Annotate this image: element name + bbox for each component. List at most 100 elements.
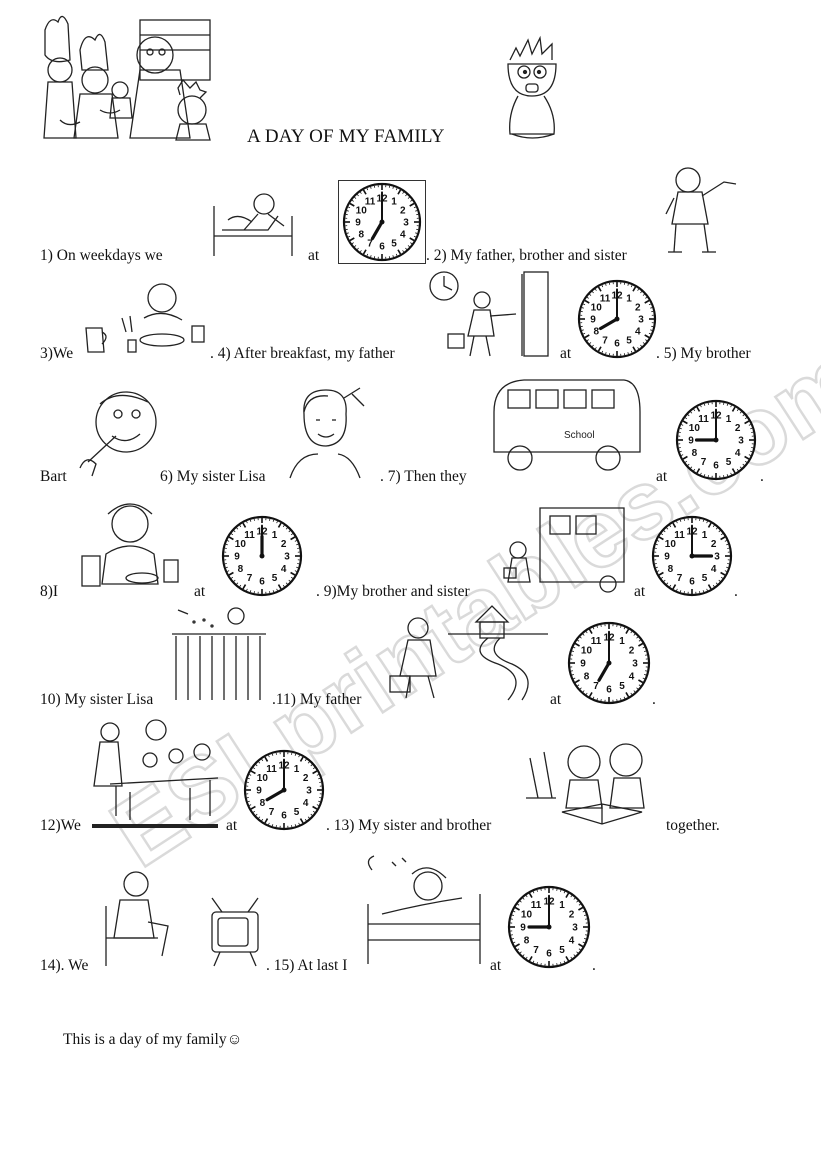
clock-tick: [318, 777, 321, 780]
shower-picture: [168, 604, 270, 704]
clock-number: 9: [580, 659, 586, 670]
clock-tick: [645, 339, 648, 342]
clock-tick: [528, 892, 533, 898]
clock-tick: [272, 519, 275, 522]
clock-tick: [573, 897, 576, 900]
clock-tick: [577, 684, 580, 687]
clock-tick: [640, 291, 643, 294]
clock-tick: [225, 566, 228, 569]
clock-tick: [285, 582, 288, 585]
clock-tick: [231, 576, 234, 579]
clock-tick: [578, 906, 584, 911]
clock-tick: [299, 818, 304, 824]
clock-number: 7: [367, 238, 373, 249]
clock-tick: [637, 288, 640, 291]
clock-tick: [666, 527, 669, 530]
clock-tick: [346, 232, 349, 234]
clock-number: 6: [713, 461, 719, 472]
clock-number: 1: [726, 414, 732, 425]
clock-tick: [636, 636, 639, 639]
clock-tick: [623, 627, 626, 630]
clock-tick: [650, 329, 653, 331]
line-6-mid: . 13) My sister and brother: [326, 817, 492, 834]
clock-number: 6: [689, 577, 695, 588]
clock-tick: [739, 411, 742, 414]
clock-tick: [601, 285, 604, 288]
clock-tick: [666, 582, 669, 585]
clock-center: [606, 660, 612, 666]
clock-tick: [356, 247, 359, 250]
clock-tick: [565, 956, 570, 962]
clock-tick: [272, 590, 275, 593]
simpsons-family-picture: [40, 10, 212, 142]
svg-text:School: School: [564, 430, 595, 441]
clock-number: 8: [524, 936, 530, 947]
clock-tick: [676, 588, 678, 591]
clock-tick: [591, 344, 594, 347]
line-4-mid: . 9)My brother and sister: [316, 583, 470, 600]
clock-8-frame: 123456789101112: [506, 884, 592, 970]
clock-tick: [249, 590, 252, 593]
clock-tick: [582, 633, 585, 636]
clock-tick: [271, 824, 274, 827]
brushing-hair-picture: [288, 384, 368, 480]
clock-tick: [720, 576, 723, 579]
clock-number: 2: [281, 539, 287, 550]
clock-tick: [560, 962, 562, 965]
clock-tick: [644, 299, 650, 304]
clock-tick: [724, 570, 727, 572]
clock-number: 1: [626, 294, 632, 305]
clock-center: [689, 553, 695, 559]
clock-tick: [228, 571, 234, 576]
clock-tick: [348, 235, 351, 238]
clock-4-frame: 123456789101112: [220, 514, 304, 598]
clock-tick: [724, 540, 727, 542]
clock-tick: [242, 584, 247, 590]
clock-tick: [679, 519, 682, 522]
clock-tick: [570, 895, 573, 898]
clock-tick: [316, 804, 319, 806]
clock-tick: [528, 956, 533, 962]
clock-tick: [517, 903, 520, 906]
clock-tick: [690, 411, 693, 414]
clock-tick: [589, 342, 592, 345]
clock-tick: [706, 588, 708, 591]
clock-tick: [592, 696, 595, 699]
clock-tick: [638, 639, 641, 642]
clock-tick: [395, 188, 398, 191]
clock-tick: [707, 584, 712, 590]
clock-tick: [370, 186, 372, 189]
clock-tick: [679, 427, 682, 430]
clock-number: 1: [294, 764, 300, 775]
clock-tick: [514, 943, 520, 948]
clock-number: 5: [626, 335, 632, 346]
clock-tick: [744, 460, 747, 463]
line-5-mid: .11) My father: [272, 691, 362, 708]
clock-number: 11: [365, 197, 376, 208]
clock-tick: [742, 414, 745, 417]
line-3-mid-2: . 7) Then they: [380, 468, 467, 485]
clock-tick: [246, 588, 248, 591]
line-3-end: .: [760, 468, 764, 485]
clock-tick: [584, 334, 590, 339]
clock-tick: [579, 636, 582, 639]
line-4-start: 8)I: [40, 583, 59, 600]
clock-tick: [744, 420, 750, 425]
clock-tick: [642, 293, 645, 296]
clock-tick: [349, 202, 355, 207]
clock-number: 5: [726, 457, 732, 468]
clock-number: 8: [584, 672, 590, 683]
clock-tick: [644, 650, 647, 652]
clock-2-frame: 123456789101112: [576, 278, 658, 360]
clock-tick: [642, 677, 645, 680]
clock-tick: [298, 755, 300, 758]
clock-tick: [573, 677, 576, 680]
clock-number: 4: [569, 936, 575, 947]
clock-7-frame: 123456789101112: [242, 748, 326, 832]
clock-tick: [712, 525, 715, 528]
clock-tick: [258, 816, 261, 819]
clock-number: 11: [244, 530, 255, 541]
clock-tick: [294, 824, 297, 827]
clock-tick: [294, 540, 297, 542]
clock-number: 10: [689, 423, 701, 434]
